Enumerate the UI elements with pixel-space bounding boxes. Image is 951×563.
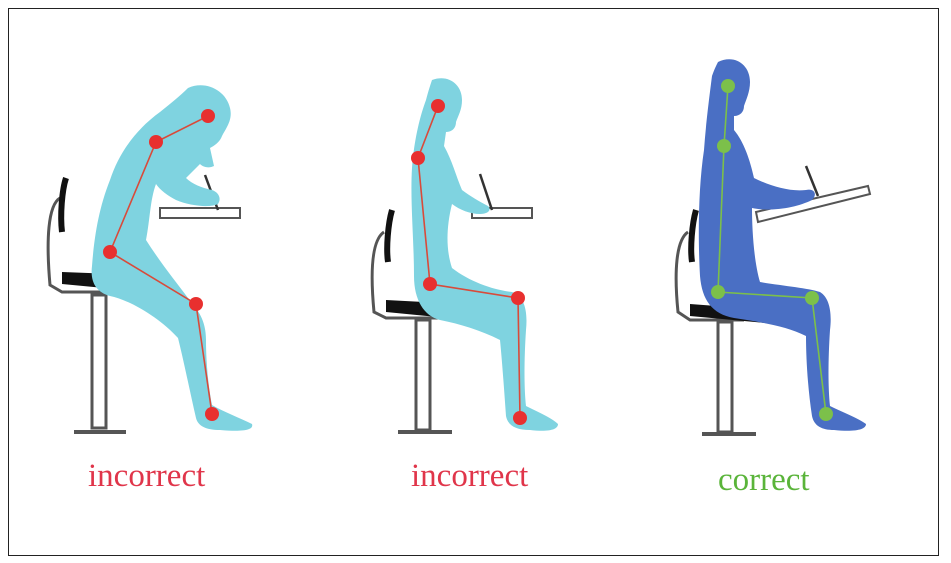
joint-ankle [819,407,833,421]
joint-ankle [205,407,219,421]
joint-hip [711,285,725,299]
label-incorrect-2: incorrect [411,460,528,493]
joint-hip [423,277,437,291]
joint-shoulder [411,151,425,165]
joint-shoulder [717,139,731,153]
body-silhouette-1 [92,85,253,431]
joint-head [201,109,215,123]
joint-knee [511,291,525,305]
label-correct: correct [718,464,810,497]
joint-hip [103,245,117,259]
panel-upright [676,59,870,434]
joint-knee [189,297,203,311]
joint-head [431,99,445,113]
body-silhouette-2 [411,78,558,431]
joint-knee [805,291,819,305]
panel-slouched [48,85,252,432]
joint-head [721,79,735,93]
panel-leaning [372,78,558,432]
label-incorrect-1: incorrect [88,460,205,493]
joint-shoulder [149,135,163,149]
joint-ankle [513,411,527,425]
